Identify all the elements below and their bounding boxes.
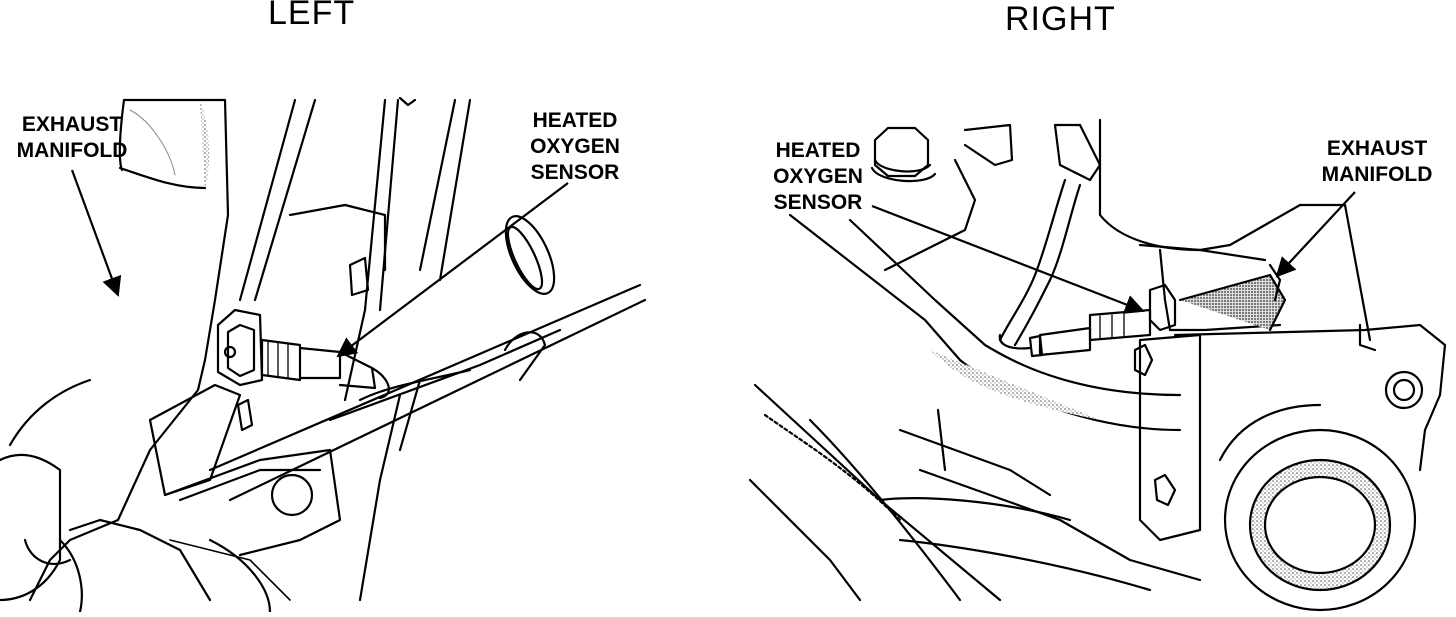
right-oxygen-sensor bbox=[998, 308, 1152, 358]
right-manifold-leader bbox=[1275, 191, 1356, 278]
left-sensor-leader bbox=[336, 182, 569, 358]
right-manifold-line-1: EXHAUST bbox=[1326, 137, 1428, 160]
left-oxygen-sensor bbox=[260, 338, 390, 400]
left-sensor-line-3: SENSOR bbox=[530, 161, 620, 184]
left-manifold-leader bbox=[70, 169, 122, 297]
left-panel-heading: LEFT bbox=[268, 0, 356, 32]
left-heated-oxygen-sensor-label: HEATED OXYGEN SENSOR bbox=[520, 108, 630, 186]
right-sensor-line-3: SENSOR bbox=[773, 191, 863, 214]
left-manifold-line-2: MANIFOLD bbox=[16, 139, 128, 162]
right-heated-oxygen-sensor-label: HEATED OXYGEN SENSOR bbox=[762, 138, 874, 216]
right-sensor-line-2: OXYGEN bbox=[773, 165, 863, 188]
right-top-bolt bbox=[873, 126, 930, 178]
right-sensor-line-1: HEATED bbox=[775, 139, 861, 162]
right-exhaust-manifold bbox=[1158, 248, 1282, 332]
right-exhaust-manifold-label: EXHAUST MANIFOLD bbox=[1312, 136, 1442, 188]
right-exhaust-port bbox=[1223, 428, 1417, 612]
left-sensor-line-1: HEATED bbox=[532, 109, 618, 132]
left-callout-arrows bbox=[70, 169, 569, 358]
left-exhaust-manifold-label: EXHAUST MANIFOLD bbox=[8, 112, 136, 164]
left-sensor-flange bbox=[216, 308, 264, 387]
left-manifold-line-1: EXHAUST bbox=[21, 113, 123, 136]
left-exhaust-manifold bbox=[8, 98, 230, 602]
right-panel-heading: RIGHT bbox=[1005, 0, 1116, 38]
left-panel-drawing bbox=[0, 96, 647, 614]
right-callout-arrows bbox=[871, 191, 1356, 314]
right-panel-drawing bbox=[748, 118, 1447, 612]
right-manifold-line-2: MANIFOLD bbox=[1321, 163, 1433, 186]
left-sensor-line-2: OXYGEN bbox=[530, 135, 620, 158]
right-sensor-leader bbox=[871, 204, 1145, 314]
